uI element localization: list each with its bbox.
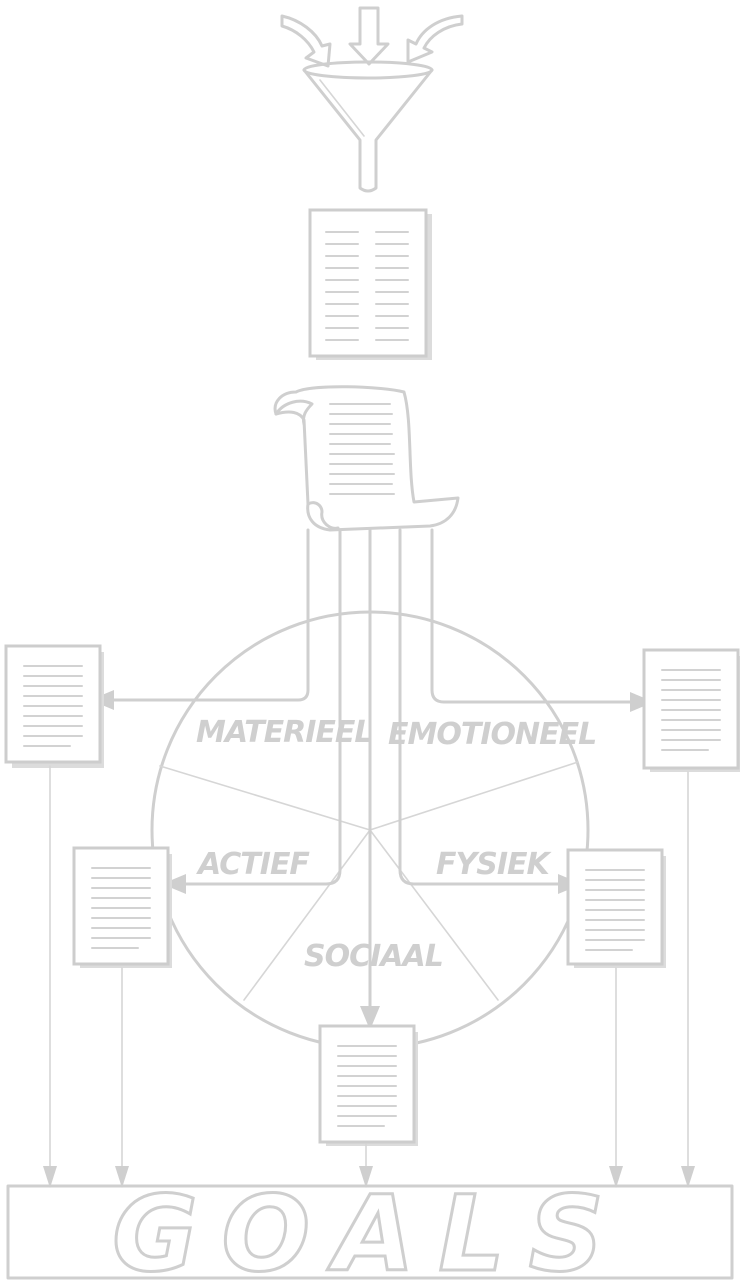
goal-arrows [43,765,695,1188]
incoming-arrow-left [280,14,332,68]
label-emotioneel: EMOTIONEEL [388,717,596,752]
two-column-document [308,208,432,360]
scroll-text-lines [329,403,395,495]
divider-left [159,765,371,831]
label-materieel: MATERIEEL [196,715,373,750]
divider-lower-right [369,829,499,1001]
funnel-body [302,68,434,193]
document-sociaal [318,1024,418,1146]
document-materieel [4,644,104,768]
incoming-arrow-right [406,14,464,64]
label-sociaal: SOCIAAL [304,939,443,974]
goals-box: GOALS [6,1172,734,1286]
document-text-lines [325,231,409,341]
scroll-document [273,385,460,532]
incoming-arrow-center [348,6,390,66]
document-actief [72,846,172,968]
document-emotioneel [642,648,740,772]
segment-labels: MATERIEEL EMOTIONEEL ACTIEF FYSIEK SOCIA… [196,715,597,974]
flow-lines [90,528,654,1030]
document-fysiek [566,848,666,968]
funnel-group [280,6,464,193]
divider-lower-left [243,829,371,1001]
goals-label: GOALS [112,1173,627,1286]
divider-right [369,761,579,831]
funnel-highlight [319,79,365,137]
label-actief: ACTIEF [196,847,310,882]
label-fysiek: FYSIEK [436,847,552,882]
